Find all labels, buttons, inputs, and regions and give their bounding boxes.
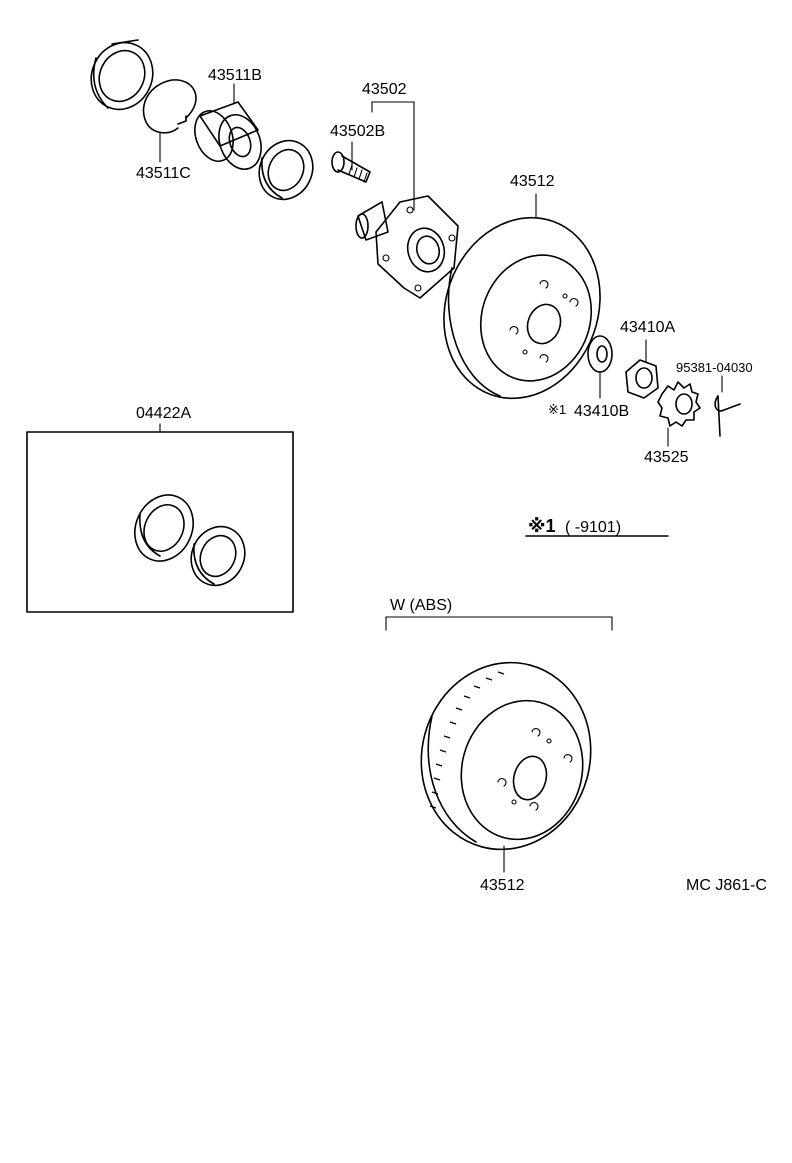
- catalog-code: MC J861-C: [686, 877, 767, 894]
- cotter-pin: [714, 395, 741, 437]
- label-43512-abs: 43512: [480, 877, 525, 894]
- bearing: [194, 83, 262, 170]
- note-range: ( -9101): [565, 519, 621, 536]
- hub-bolt: [331, 151, 371, 183]
- note-mark: ※1: [528, 516, 556, 536]
- label-43410b: 43410B: [574, 403, 629, 420]
- abs-group-bracket: [385, 616, 613, 631]
- hub-nut: [625, 359, 659, 399]
- bearing-kit-box: [26, 431, 294, 613]
- label-04422a: 04422A: [136, 405, 191, 422]
- washer: [587, 335, 613, 399]
- outer-oil-seal: [90, 39, 154, 111]
- label-43502: 43502: [362, 81, 407, 98]
- label-95381-04030: 95381-04030: [676, 360, 753, 375]
- label-43502b: 43502B: [330, 123, 385, 140]
- label-43410a: 43410A: [620, 319, 675, 336]
- brake-disc: [443, 216, 601, 400]
- hub-leader: [371, 101, 415, 211]
- label-43511c: 43511C: [136, 165, 191, 182]
- label-43525: 43525: [644, 449, 689, 466]
- inner-oil-seal: [258, 139, 314, 201]
- label-43511b: 43511B: [208, 67, 262, 84]
- abs-brake-disc: [420, 661, 592, 873]
- washer-mark: ※1: [548, 402, 566, 417]
- axle-hub: [355, 195, 459, 299]
- kit-oil-seal: [134, 494, 194, 562]
- label-43512-top: 43512: [510, 173, 555, 190]
- kit-bearing-seal: [190, 525, 246, 587]
- nut-lock-cap: [657, 381, 701, 447]
- snap-ring: [142, 79, 197, 163]
- abs-group-title: W (ABS): [390, 597, 452, 614]
